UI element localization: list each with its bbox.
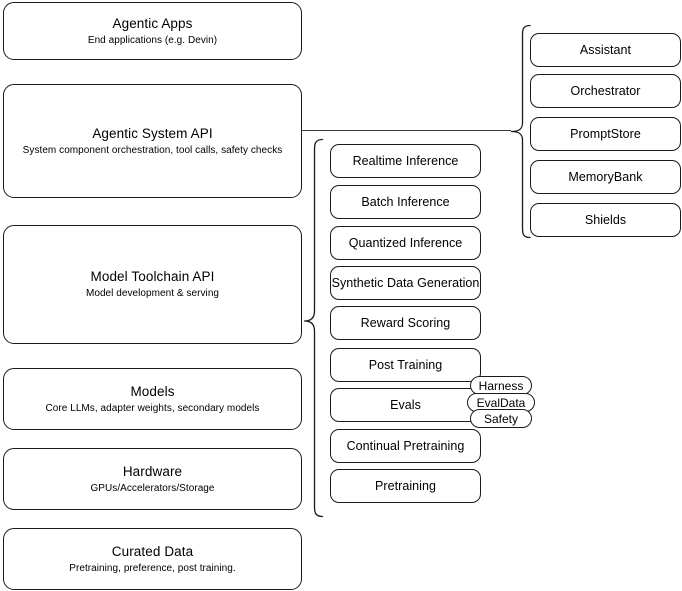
component-label: Evals [390, 398, 421, 412]
layer-title: Model Toolchain API [90, 269, 215, 284]
component-post-training[interactable]: Post Training [330, 348, 481, 382]
component-label: MemoryBank [568, 170, 643, 184]
layer-subtitle: End applications (e.g. Devin) [87, 34, 218, 46]
layer-subtitle: Pretraining, preference, post training. [69, 562, 236, 574]
component-quantized-inference[interactable]: Quantized Inference [330, 226, 481, 260]
component-label: Continual Pretraining [346, 439, 465, 453]
component-batch-inference[interactable]: Batch Inference [330, 185, 481, 219]
brace-toolchain-components [303, 138, 324, 518]
brace-system-components [510, 24, 531, 239]
connector-system-api-to-components [302, 130, 511, 132]
component-label: Assistant [579, 43, 632, 57]
layer-subtitle: GPUs/Accelerators/Storage [90, 482, 215, 494]
layer-model-toolchain-api[interactable]: Model Toolchain API Model development & … [3, 225, 302, 344]
layer-title: Curated Data [111, 543, 194, 559]
component-pretraining[interactable]: Pretraining [330, 469, 481, 503]
pill-label: Safety [483, 411, 519, 426]
component-label: Shields [584, 213, 627, 227]
evals-subcomponent-safety[interactable]: Safety [470, 409, 532, 428]
component-continual-pretraining[interactable]: Continual Pretraining [330, 429, 481, 463]
component-label: Quantized Inference [348, 236, 463, 250]
component-orchestrator[interactable]: Orchestrator [530, 74, 681, 108]
component-realtime-inference[interactable]: Realtime Inference [330, 144, 481, 178]
layer-agentic-system-api[interactable]: Agentic System API System component orch… [3, 84, 302, 198]
layer-agentic-apps[interactable]: Agentic Apps End applications (e.g. Devi… [3, 2, 302, 60]
layer-subtitle: Model development & serving [85, 288, 220, 299]
component-label: Synthetic Data Generation [331, 276, 480, 290]
layer-title: Hardware [122, 463, 183, 479]
component-synthetic-data-generation[interactable]: Synthetic Data Generation [330, 266, 481, 300]
component-assistant[interactable]: Assistant [530, 33, 681, 67]
component-label: Post Training [368, 358, 443, 372]
component-shields[interactable]: Shields [530, 203, 681, 237]
component-label: Pretraining [375, 479, 436, 493]
layer-subtitle: Core LLMs, adapter weights, secondary mo… [45, 402, 260, 414]
component-evals[interactable]: Evals [330, 388, 481, 422]
pill-label: Harness [478, 378, 524, 393]
layer-title: Models [130, 383, 175, 399]
component-label: PromptStore [570, 127, 641, 141]
component-promptstore[interactable]: PromptStore [530, 117, 681, 151]
layer-subtitle: System component orchestration, tool cal… [22, 144, 283, 156]
component-label: Reward Scoring [360, 316, 451, 330]
component-label: Realtime Inference [352, 154, 459, 168]
evals-subcomponent-evaldata[interactable]: EvalData [467, 393, 535, 412]
pill-label: EvalData [476, 395, 526, 410]
layer-hardware[interactable]: Hardware GPUs/Accelerators/Storage [3, 448, 302, 510]
layer-models[interactable]: Models Core LLMs, adapter weights, secon… [3, 368, 302, 430]
component-label: Orchestrator [570, 84, 641, 98]
layer-title: Agentic System API [92, 125, 213, 141]
layer-title: Agentic Apps [112, 15, 193, 31]
component-reward-scoring[interactable]: Reward Scoring [330, 306, 481, 340]
layer-curated-data[interactable]: Curated Data Pretraining, preference, po… [3, 528, 302, 590]
component-memorybank[interactable]: MemoryBank [530, 160, 681, 194]
component-label: Batch Inference [361, 195, 450, 209]
